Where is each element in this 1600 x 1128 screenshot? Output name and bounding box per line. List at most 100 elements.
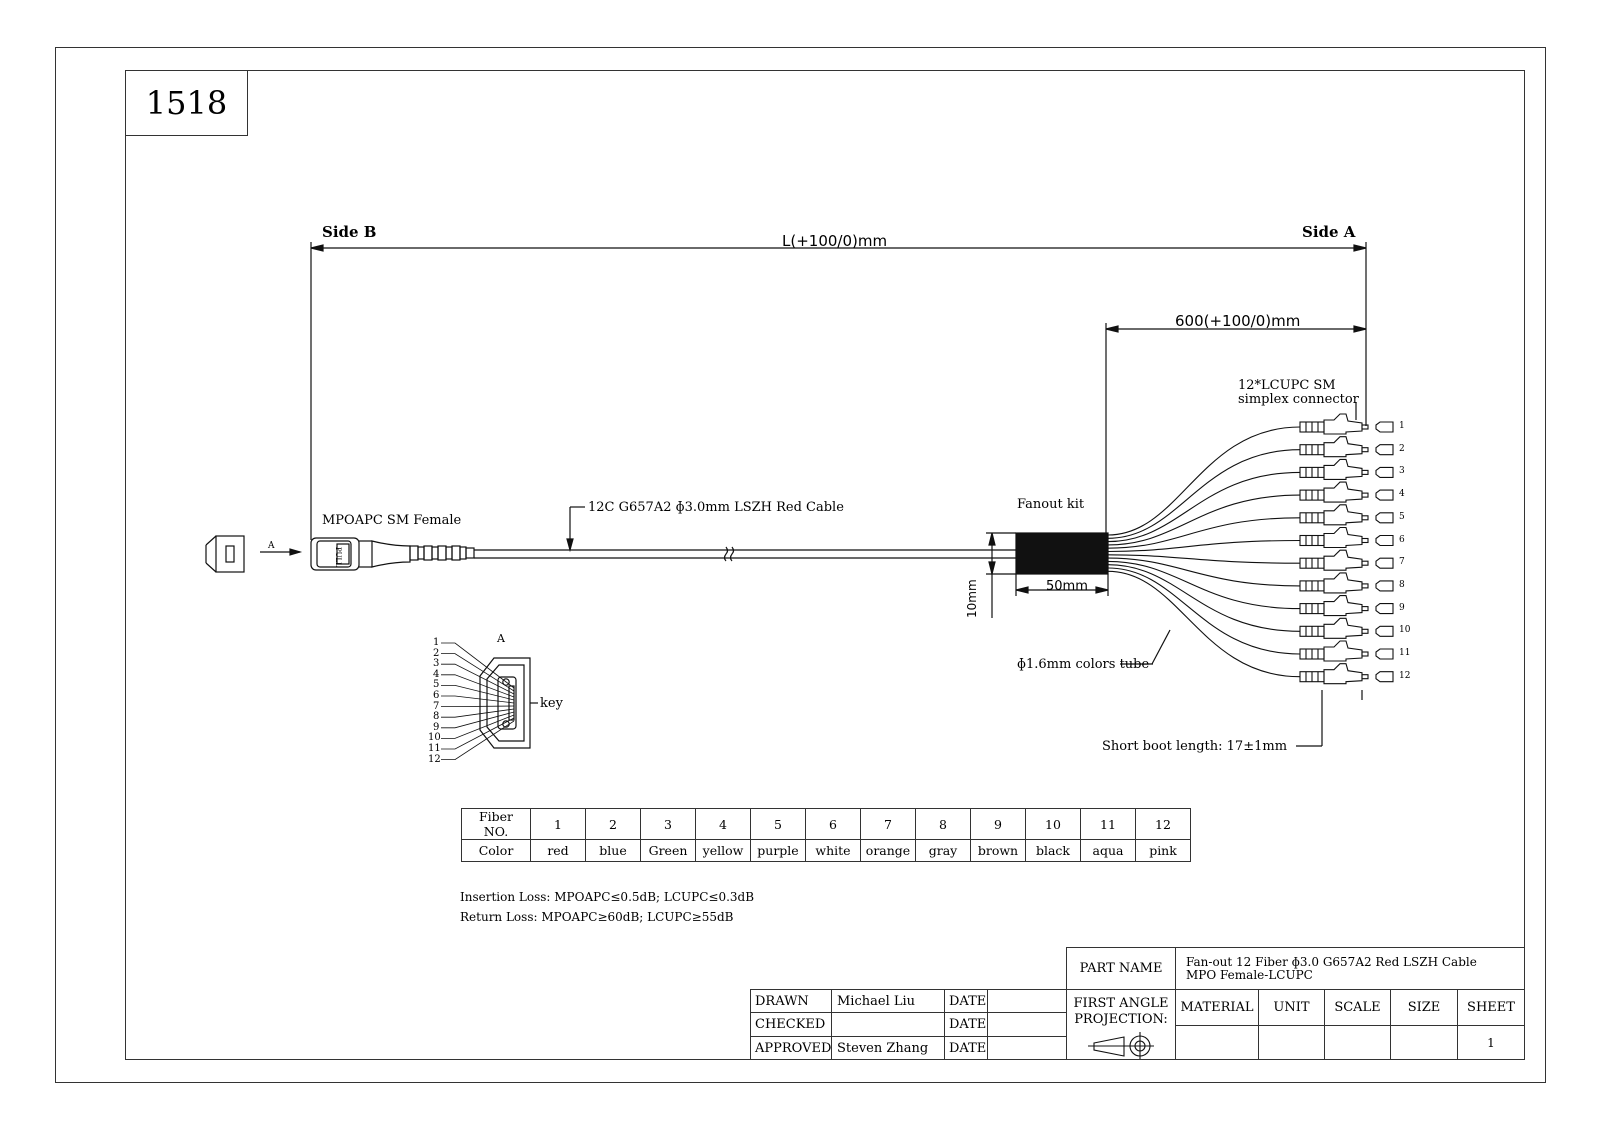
fanout-kit-label: Fanout kit bbox=[1017, 497, 1085, 512]
outer-border bbox=[55, 47, 1546, 1083]
pin-leader-line bbox=[441, 705, 515, 707]
pin-leader-line bbox=[441, 717, 515, 750]
pin-leader-line bbox=[441, 708, 515, 718]
checked-value bbox=[831, 1012, 945, 1037]
color-cell: pink bbox=[1135, 839, 1191, 862]
fiber-8 bbox=[1107, 557, 1394, 594]
color-cell: gray bbox=[915, 839, 971, 862]
fiber-6 bbox=[1107, 526, 1394, 553]
drawn-value: Michael Liu bbox=[831, 989, 945, 1013]
part-name-line-2: MPO Female-LCUPC bbox=[1186, 967, 1313, 982]
color-cell: Green bbox=[640, 839, 696, 862]
drawn-date-value bbox=[987, 989, 1067, 1013]
pin-leader-line bbox=[441, 695, 515, 704]
fiber-no-cell: 7 bbox=[860, 808, 916, 840]
fiber-no-header: Fiber NO. bbox=[461, 808, 531, 840]
approved-date-value bbox=[987, 1036, 1067, 1060]
part-name-label: PART NAME bbox=[1066, 947, 1176, 990]
scale-value bbox=[1324, 1025, 1391, 1060]
pin-leader-line bbox=[441, 714, 515, 739]
fiber-no-cell: 2 bbox=[585, 808, 641, 840]
pin-number: 2 bbox=[433, 647, 440, 659]
pin-leader-line bbox=[441, 711, 515, 729]
fiber-4 bbox=[1107, 481, 1394, 546]
approved-date-label: DATE bbox=[944, 1036, 988, 1060]
drawing-number: 1518 bbox=[125, 70, 248, 136]
pin-leader-line bbox=[441, 685, 515, 701]
fiber-no-cell: 10 bbox=[1025, 808, 1081, 840]
pin-number: 4 bbox=[433, 668, 440, 680]
pull-label: PULL bbox=[334, 547, 342, 567]
lc-number: 12 bbox=[1399, 670, 1411, 681]
material-value bbox=[1175, 1025, 1259, 1060]
color-cell: purple bbox=[750, 839, 806, 862]
fiber-10 bbox=[1107, 564, 1394, 639]
fiber-5 bbox=[1107, 504, 1394, 549]
lc-number: 5 bbox=[1399, 511, 1405, 522]
table-row: Color red blue Green yellow purple white… bbox=[461, 839, 1191, 862]
lc-number: 7 bbox=[1399, 557, 1405, 568]
color-cell: aqua bbox=[1080, 839, 1136, 862]
pin-number: 8 bbox=[433, 711, 440, 723]
fiber-2 bbox=[1107, 436, 1394, 539]
fiber-no-cell: 5 bbox=[750, 808, 806, 840]
fiber-3 bbox=[1107, 458, 1394, 543]
colors-tube-label: ɸ1.6mm colors tube bbox=[1017, 657, 1150, 672]
insertion-loss-note: Insertion Loss: MPOAPC≤0.5dB; LCUPC≤0.3d… bbox=[460, 890, 755, 904]
projection-line-1: FIRST ANGLE bbox=[1073, 996, 1169, 1011]
cable-label: 12C G657A2 ɸ3.0mm LSZH Red Cable bbox=[588, 500, 844, 515]
fiber-no-cell: 1 bbox=[530, 808, 586, 840]
color-cell: white bbox=[805, 839, 861, 862]
sheet-value: 1 bbox=[1457, 1025, 1525, 1060]
fiber-no-cell: 12 bbox=[1135, 808, 1191, 840]
fanout-kit bbox=[1015, 532, 1109, 575]
scale-label: SCALE bbox=[1324, 989, 1391, 1026]
lc-number: 1 bbox=[1399, 421, 1405, 431]
fiber-no-cell: 9 bbox=[970, 808, 1026, 840]
lc-number: 8 bbox=[1399, 579, 1405, 590]
projection-cell: FIRST ANGLE PROJECTION: bbox=[1066, 989, 1176, 1060]
pin-number: 10 bbox=[428, 732, 441, 744]
lc-connector-label-1: 12*LCUPC SM bbox=[1238, 378, 1336, 393]
fiber-no-cell: 3 bbox=[640, 808, 696, 840]
lc-number: 6 bbox=[1399, 534, 1405, 545]
pin-leader-line bbox=[441, 720, 515, 760]
pin-number: 3 bbox=[433, 658, 440, 670]
mpo-end-view-small bbox=[205, 535, 245, 573]
mpo-end-view-detail bbox=[441, 642, 538, 760]
unit-value bbox=[1258, 1025, 1325, 1060]
view-a-arrow-label: A bbox=[268, 541, 275, 551]
projection-line-2: PROJECTION: bbox=[1074, 1011, 1168, 1027]
approved-value: Steven Zhang bbox=[831, 1036, 945, 1060]
part-name-line-1: Fan-out 12 Fiber ɸ3.0 G657A2 Red LSZH Ca… bbox=[1186, 954, 1477, 969]
sheet-label: SHEET bbox=[1457, 989, 1525, 1026]
side-b-label: Side B bbox=[322, 223, 377, 241]
pin-number: 12 bbox=[428, 753, 441, 765]
approved-label: APPROVED bbox=[750, 1036, 832, 1060]
lc-number: 10 bbox=[1399, 625, 1411, 636]
pin-number: 1 bbox=[433, 637, 440, 648]
part-name-value: Fan-out 12 Fiber ɸ3.0 G657A2 Red LSZH Ca… bbox=[1175, 947, 1525, 990]
color-cell: blue bbox=[585, 839, 641, 862]
pin-number: 11 bbox=[428, 743, 441, 754]
color-cell: yellow bbox=[695, 839, 751, 862]
fiber-9 bbox=[1107, 560, 1394, 617]
fanout-height-label: 10mm bbox=[965, 579, 979, 618]
key-label: key bbox=[540, 696, 563, 711]
pin-number: 7 bbox=[433, 700, 440, 712]
lc-connector-label-2: simplex connector bbox=[1238, 392, 1359, 407]
color-cell: orange bbox=[860, 839, 916, 862]
checked-date-label: DATE bbox=[944, 1012, 988, 1037]
size-label: SIZE bbox=[1390, 989, 1458, 1026]
lc-number: 11 bbox=[1399, 648, 1411, 658]
pin-number: 5 bbox=[433, 679, 440, 691]
side-a-label: Side A bbox=[1302, 223, 1356, 241]
material-label: MATERIAL bbox=[1175, 989, 1259, 1026]
fiber-11 bbox=[1107, 567, 1394, 662]
color-header: Color bbox=[461, 839, 531, 862]
boot-length-label: Short boot length: 17±1mm bbox=[1102, 739, 1288, 754]
total-length-label: L(+100/0)mm bbox=[782, 232, 888, 250]
size-value bbox=[1390, 1025, 1458, 1060]
fiber-color-table: Fiber NO. 1 2 3 4 5 6 7 8 9 10 11 12 Col… bbox=[461, 808, 1191, 862]
